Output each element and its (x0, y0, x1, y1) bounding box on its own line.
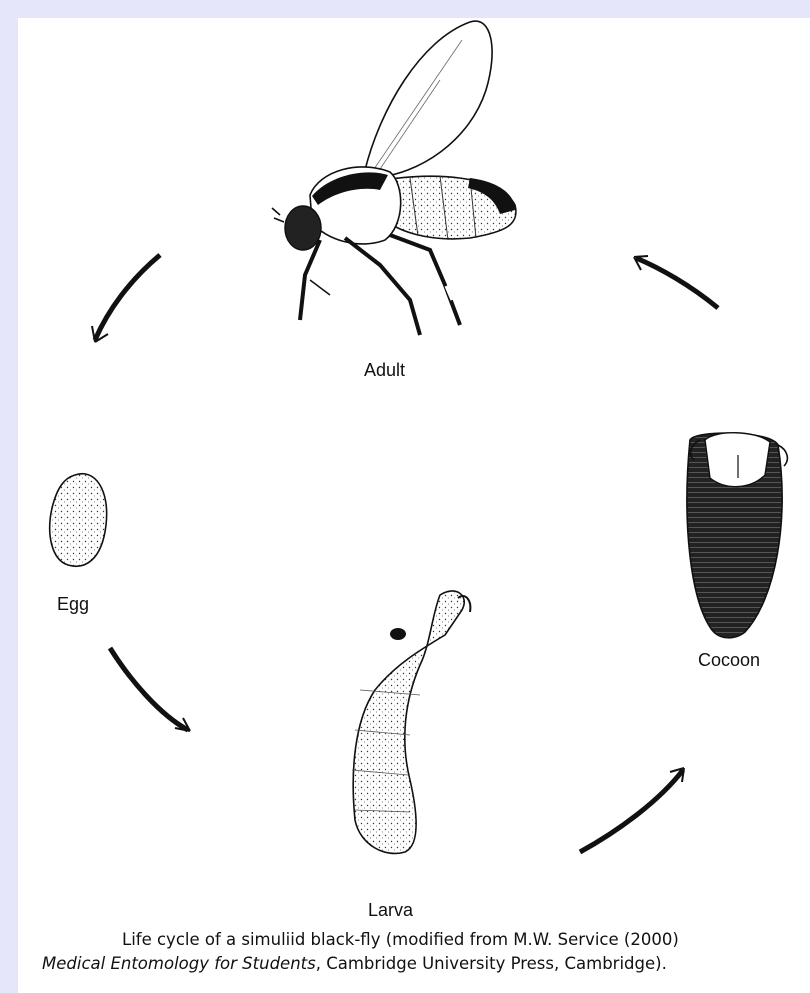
caption-line-2: , Cambridge University Press, Cambridge)… (316, 954, 667, 973)
stage-label-cocoon: Cocoon (698, 650, 760, 671)
larva-illustration (352, 591, 470, 853)
stage-label-egg: Egg (57, 594, 89, 615)
egg-illustration (50, 474, 107, 567)
caption-book-title: Medical Entomology for Students (42, 954, 316, 973)
caption-line-1: Life cycle of a simuliid black-fly (modi… (42, 928, 802, 952)
stage-label-larva: Larva (368, 900, 413, 921)
stage-label-adult: Adult (364, 360, 405, 381)
cocoon-illustration (687, 433, 787, 638)
adult-fly-illustration (272, 21, 516, 335)
figure-caption: Life cycle of a simuliid black-fly (modi… (42, 928, 802, 976)
